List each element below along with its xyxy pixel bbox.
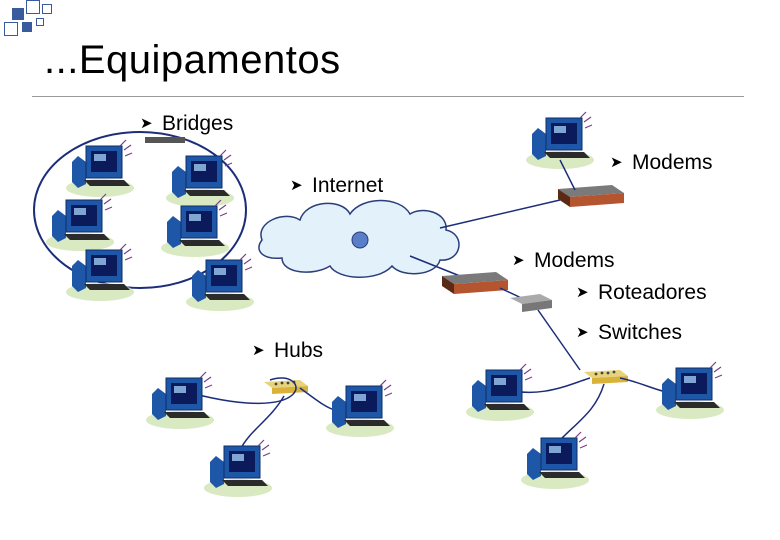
pc-hub-2 bbox=[326, 380, 394, 437]
arrowhead-bullet-icon: ➤ bbox=[512, 251, 534, 269]
pc-bridge-4 bbox=[161, 200, 229, 257]
pc-hub-1 bbox=[146, 372, 214, 429]
pc-bridge-6 bbox=[186, 254, 254, 311]
modem-mid bbox=[442, 272, 508, 294]
arrowhead-bullet-icon: ➤ bbox=[140, 114, 162, 132]
label-hubs: ➤Hubs bbox=[252, 339, 323, 363]
arrowhead-bullet-icon: ➤ bbox=[576, 323, 598, 341]
switch-device bbox=[584, 370, 628, 384]
cable-cloud-modem-top bbox=[440, 200, 560, 228]
hub-device bbox=[264, 380, 308, 394]
arrowhead-bullet-icon: ➤ bbox=[610, 153, 632, 171]
label-roteadores: ➤Roteadores bbox=[576, 281, 707, 305]
arrowhead-bullet-icon: ➤ bbox=[290, 176, 312, 194]
bridge-device bbox=[145, 137, 185, 143]
arrowhead-bullet-icon: ➤ bbox=[252, 341, 274, 359]
internet-cloud bbox=[259, 201, 459, 278]
label-switches: ➤Switches bbox=[576, 321, 682, 345]
pc-bridge-5 bbox=[66, 244, 134, 301]
label-modems-top: ➤Modems bbox=[610, 151, 713, 175]
label-modems-mid: ➤Modems bbox=[512, 249, 615, 273]
arrowhead-bullet-icon: ➤ bbox=[576, 283, 598, 301]
pc-switch-3 bbox=[521, 432, 589, 489]
modem-top bbox=[558, 185, 624, 207]
label-internet: ➤Internet bbox=[290, 174, 383, 198]
label-bridges: ➤Bridges bbox=[140, 112, 233, 136]
router-device bbox=[510, 294, 552, 312]
pc-switch-2 bbox=[656, 362, 724, 419]
pc-bridge-3 bbox=[46, 194, 114, 251]
pc-bridge-2 bbox=[166, 150, 234, 207]
pc-hub-3 bbox=[204, 440, 272, 497]
